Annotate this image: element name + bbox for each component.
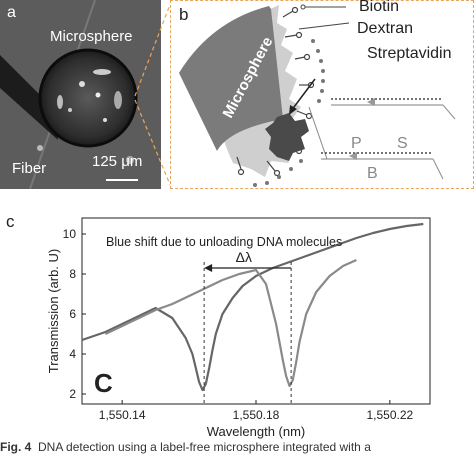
figure-caption: Fig. 4 DNA detection using a label-free …: [0, 440, 474, 454]
microsphere-label: Microsphere: [50, 28, 133, 45]
y-axis-label: Transmission (arb. U): [46, 249, 61, 373]
micrograph-image: [0, 0, 138, 189]
dna-duplex-top: [331, 98, 456, 120]
x-axis-label: Wavelength (nm): [207, 424, 306, 439]
b-strand-label: B: [367, 165, 378, 182]
biotin-label: Biotin: [359, 0, 400, 15]
streptavidin-shape: [265, 113, 309, 161]
schematic-drawing: Microsphere: [179, 4, 456, 187]
caption-prefix: Fig. 4: [0, 440, 32, 454]
spectrum-line-1: [81, 222, 424, 392]
streptavidin-label: Streptavidin: [367, 45, 452, 62]
fiber-label: Fiber: [12, 160, 47, 177]
panel-a-micrograph: a Microsphere Fiber 125 μm: [0, 0, 161, 189]
p-strand-label: P: [351, 135, 362, 152]
y-tick-label: 8: [69, 267, 76, 281]
panel-b-schematic: Microsphere: [170, 0, 474, 189]
panel-a-label: a: [7, 4, 16, 21]
s-strand-label: S: [397, 135, 408, 152]
caption-text: DNA detection using a label-free microsp…: [38, 440, 371, 454]
blue-shift-annotation: Blue shift due to unloading DNA molecule…: [106, 235, 342, 249]
spectrum-line-2: [104, 258, 357, 388]
microsphere-shape-b: [179, 6, 283, 151]
shift-arrow-head: [204, 264, 213, 272]
y-tick-label: 6: [69, 307, 76, 321]
x-tick-label: 1,550.14: [99, 408, 146, 422]
microsphere-shape: [38, 48, 138, 148]
y-tick-label: 2: [69, 387, 76, 401]
panel-b-label: b: [179, 5, 189, 24]
inset-c-label: C: [94, 368, 113, 398]
dextran-label: Dextran: [357, 20, 414, 37]
dna-duplex-bottom: [321, 152, 444, 180]
scale-label: 125 μm: [92, 153, 143, 170]
y-tick-label: 10: [63, 227, 77, 241]
x-tick-label: 1,550.22: [366, 408, 413, 422]
transmission-chart: 1,550.14 1,550.18 1,550.22 2 4 6 8 10 Blue shif…: [46, 217, 431, 439]
delta-lambda-label: Δλ: [236, 249, 252, 265]
y-tick-label: 4: [69, 347, 76, 361]
panel-c-label: c: [6, 212, 15, 231]
x-tick-label: 1,550.18: [233, 408, 280, 422]
